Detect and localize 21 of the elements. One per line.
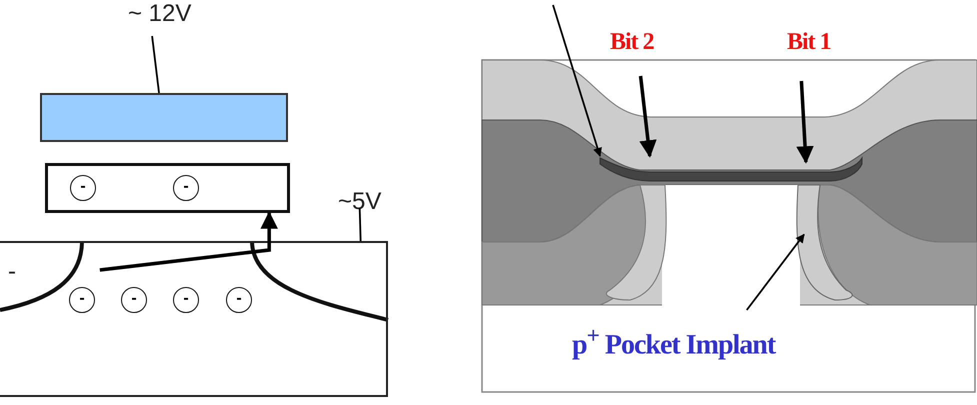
arrow [100, 211, 278, 272]
label-text: ~ 12V [128, 2, 192, 26]
label-text: Bit 2 [610, 30, 654, 54]
label-text: ~5V [338, 190, 382, 214]
charge-sign: - [8, 260, 16, 284]
terminal-line [151, 36, 160, 94]
electron-symbol: - [69, 287, 95, 313]
terminal-line [358, 208, 362, 242]
electron-symbol: - [173, 287, 199, 313]
label-text: Bit 1 [787, 30, 831, 54]
arrow [552, 4, 602, 157]
arrow [746, 234, 805, 311]
control-gate [40, 93, 288, 142]
pocket-implant-region [796, 184, 853, 300]
arrow [796, 80, 814, 164]
electron-symbol: - [226, 287, 252, 313]
arrow [638, 76, 657, 158]
floating-gate [45, 163, 290, 213]
charge-trap-layer [600, 158, 862, 182]
label-text: p$^{+}$ Pocket Implant [572, 325, 776, 360]
electron-symbol: - [121, 287, 147, 313]
